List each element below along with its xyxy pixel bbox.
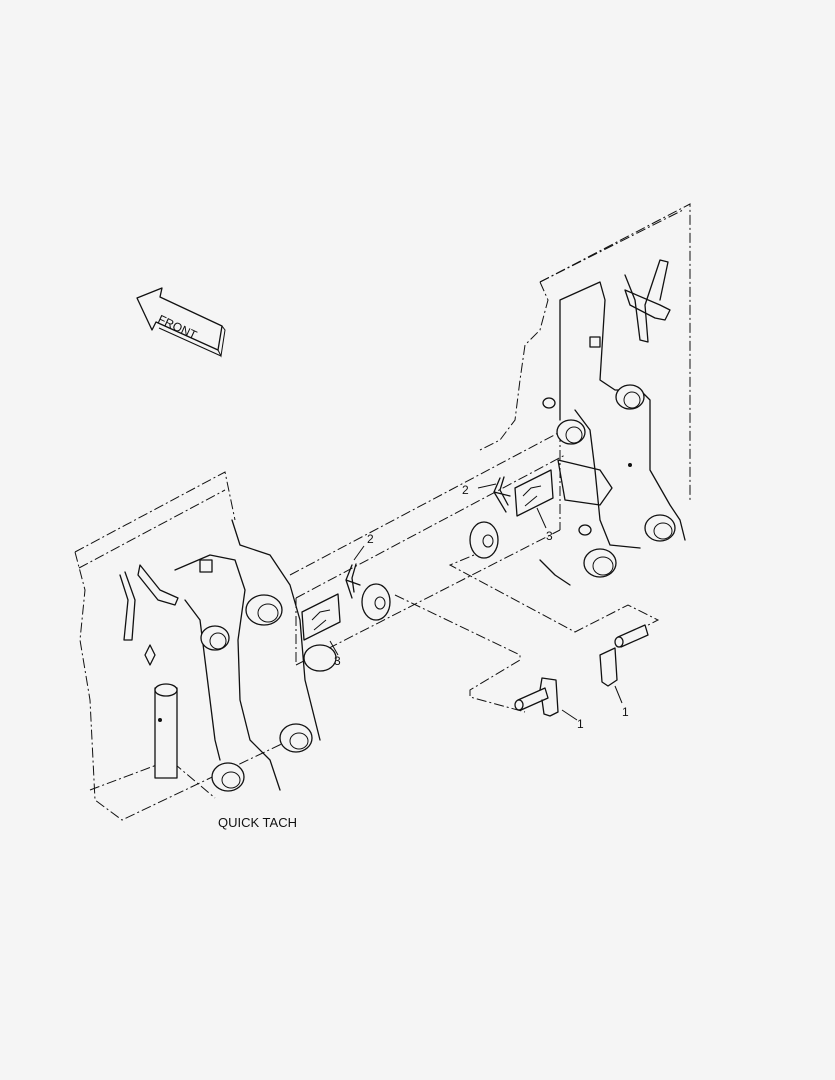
callout-clip-left: 2 — [367, 532, 374, 546]
decal-right — [514, 469, 554, 517]
front-arrow: FRONT — [136, 287, 226, 358]
callout-pin-right: 1 — [622, 705, 629, 719]
callout-decal-left: 3 — [334, 654, 341, 668]
right-bracket — [539, 259, 686, 586]
callout-decal-right: 3 — [546, 529, 553, 543]
clip-left — [345, 563, 361, 599]
bushings — [361, 521, 499, 621]
frame-outline — [74, 203, 691, 821]
pin-right — [599, 624, 649, 687]
left-bracket — [119, 519, 337, 792]
diagram-caption: QUICK TACH — [218, 815, 297, 830]
callout-leaders — [329, 483, 623, 721]
callout-pin-left: 1 — [577, 717, 584, 731]
decal-left — [301, 593, 341, 641]
clip-right — [493, 476, 511, 513]
pin-left — [514, 677, 559, 717]
callout-clip-right: 2 — [462, 483, 469, 497]
